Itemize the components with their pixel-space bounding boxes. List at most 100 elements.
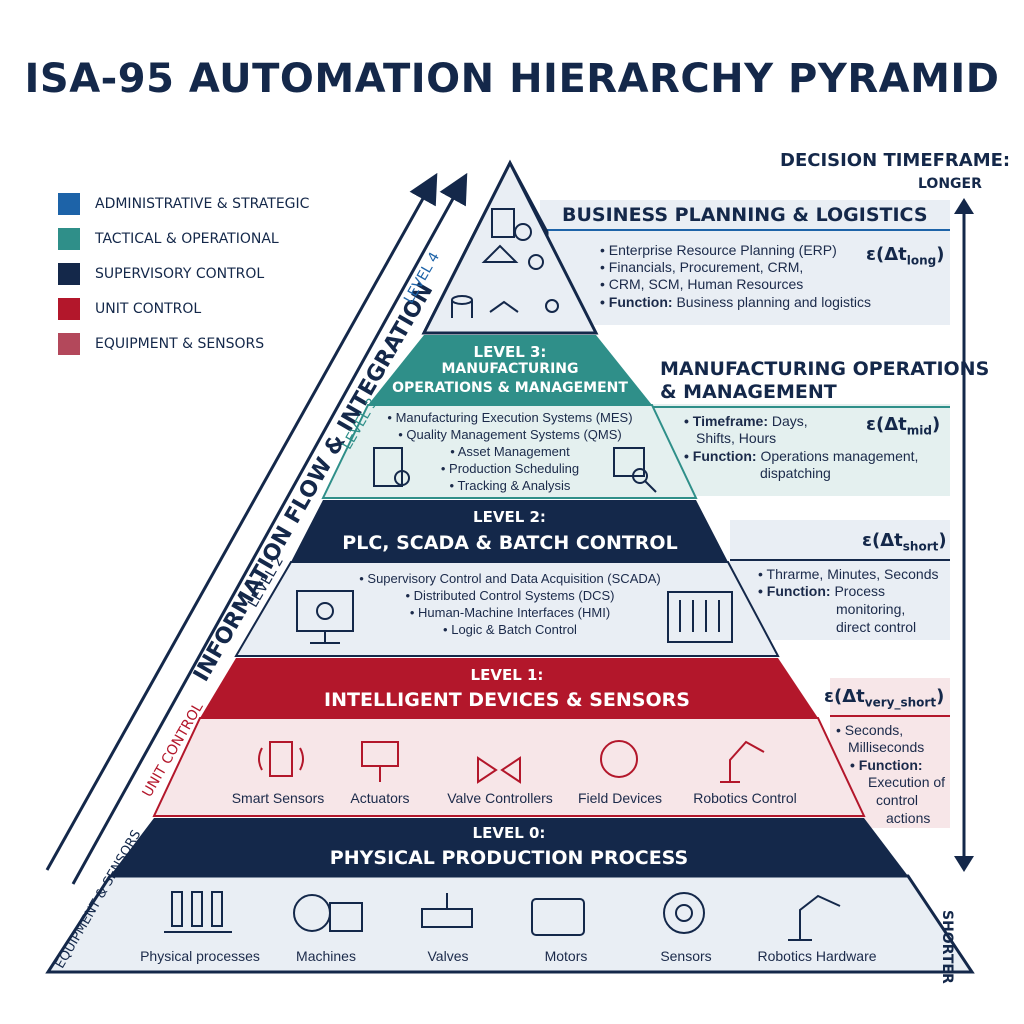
level4-function: • Function: Business planning and logist… [600,294,871,311]
epsilon-sub: long [906,253,937,268]
analytics-icon [613,447,645,477]
level3-header-line1: LEVEL 3: [473,343,547,361]
level4-bullet: • Financials, Procurement, CRM, [600,259,804,275]
level0-icons [164,891,841,941]
level1-function-cont: actions [886,810,931,826]
level3-epsilon: ε(Δtmid) [866,414,940,438]
level1-item-label: Field Devices [577,790,663,806]
level4-bullet: • Enterprise Resource Planning (ERP) [600,242,837,258]
timeframe-longer: LONGER [918,176,982,192]
legend-swatch [58,333,80,355]
level1-icons [258,740,765,784]
function-text: Business planning and logistics [672,294,872,310]
level2-function-cont: direct control [836,619,917,635]
handshake-icon [489,300,519,313]
level1-function-cont: Execution of [868,774,946,790]
legend-swatch [58,228,80,250]
level2-info-panel [730,520,950,640]
level2-tier [234,561,780,657]
check-icon [394,470,410,486]
level2-icons [296,590,733,644]
level1-header-line2: INTELLIGENT DEVICES & SENSORS [324,689,690,711]
level3-right-title-line1: MANUFACTURING OPERATIONS [660,358,990,380]
timeframe-shorter: SHORTER [939,910,955,984]
level2-bullet: • Distributed Control Systems (DCS) [405,588,615,603]
level0-header-line1: LEVEL 0: [472,824,546,842]
function-label: • Function: [758,583,831,599]
level3-header-line3: OPERATIONS & MANAGEMENT [392,380,628,396]
gear-icon [316,602,334,620]
legend-item-equipment: EQUIPMENT & SENSORS [58,332,264,356]
legend-item-tactical: TACTICAL & OPERATIONAL [58,227,279,251]
level1-header-band [200,658,818,718]
checklist-icon [373,447,403,487]
physical-process-icon [171,891,183,927]
level1-item-label: Robotics Control [693,790,797,806]
level2-timeframe: • Thrarme, Minutes, Seconds [758,566,939,582]
level4-icons [451,208,559,318]
level3-info-panel [650,404,950,496]
motor-icon [531,898,585,936]
smart-sensor-icon [269,741,293,777]
flow-arrow [45,172,438,871]
flow-arrow [71,172,468,885]
epsilon-sub: very_short [864,695,937,710]
epsilon-main: ε(Δt [866,414,907,435]
level3-timeframe: • Timeframe: Days, [684,413,808,430]
epsilon-sub: mid [906,423,932,438]
function-label: • Function: [684,448,757,464]
level2-bullet: • Logic & Batch Control [443,622,577,637]
level0-tier [45,874,975,974]
clock-icon [514,223,532,241]
level0-item-label: Robotics Hardware [757,948,877,964]
level2-function-cont: monitoring, [836,601,906,617]
level3-right-title-line2: & MANAGEMENT [660,381,837,403]
function-text: Process [830,583,886,599]
level4-bullet: • CRM, SCM, Human Resources [600,276,804,292]
level2-header-line1: LEVEL 2: [473,508,546,526]
level1-timeframe-cont: Milliseconds [848,739,925,755]
level3-icons [373,447,657,493]
legend-swatch [58,298,80,320]
legend-label: UNIT CONTROL [95,301,202,317]
epsilon-close: ) [932,414,941,435]
timeframe-text: Days, [768,413,808,429]
robotics-hardware-icon [788,894,841,941]
level0-header-band [110,818,908,876]
robotic-arm-icon [720,740,765,783]
legend-item-administrative: ADMINISTRATIVE & STRATEGIC [58,192,309,216]
level3-bullet: • Tracking & Analysis [449,478,571,493]
level3-function: • Function: Operations management, [684,448,918,465]
legend-label: TACTICAL & OPERATIONAL [95,231,279,247]
document-icon [491,208,515,238]
level3-header-line2: MANUFACTURING [441,361,579,377]
valve-controller-icon [477,756,521,784]
legend-swatch [58,193,80,215]
team-icon [528,254,544,270]
level4-title: BUSINESS PLANNING & LOGISTICS [562,204,928,226]
legend-item-supervisory: SUPERVISORY CONTROL [58,262,264,286]
level0-item-label: Machines [296,948,356,964]
timeframe-title: DECISION TIMEFRAME: [780,150,1011,171]
level4-info-panel [540,200,950,325]
function-text: Operations management, [756,448,919,464]
level3-bullet: • Production Scheduling [440,461,580,476]
legend-label: SUPERVISORY CONTROL [95,266,265,282]
level1-function: • Function: [850,757,923,773]
level1-epsilon: ε(Δtvery_short) [824,686,944,710]
level3-function-cont: dispatching [760,465,831,481]
users-icon [545,299,559,313]
level2-header-line2: PLC, SCADA & BATCH CONTROL [342,532,678,554]
level0-header-line2: PHYSICAL PRODUCTION PROCESS [329,847,689,869]
legend-item-unit: UNIT CONTROL [58,297,201,321]
page-title: ISA-95 AUTOMATION HIERARCHY PYRAMID [24,56,1000,102]
money-icon [481,244,519,263]
level1-item-label: Valve Controllers [447,790,553,806]
level3-bullet: • Manufacturing Execution Systems (MES) [387,410,633,425]
level2-bullet: • Supervisory Control and Data Acquisiti… [359,571,661,586]
level1-item-label: Smart Sensors [231,790,325,806]
function-label: • Function: [600,294,673,310]
level0-item-label: Valves [427,948,469,964]
level0-item-label: Motors [544,948,588,964]
level2-header-band [291,500,728,562]
